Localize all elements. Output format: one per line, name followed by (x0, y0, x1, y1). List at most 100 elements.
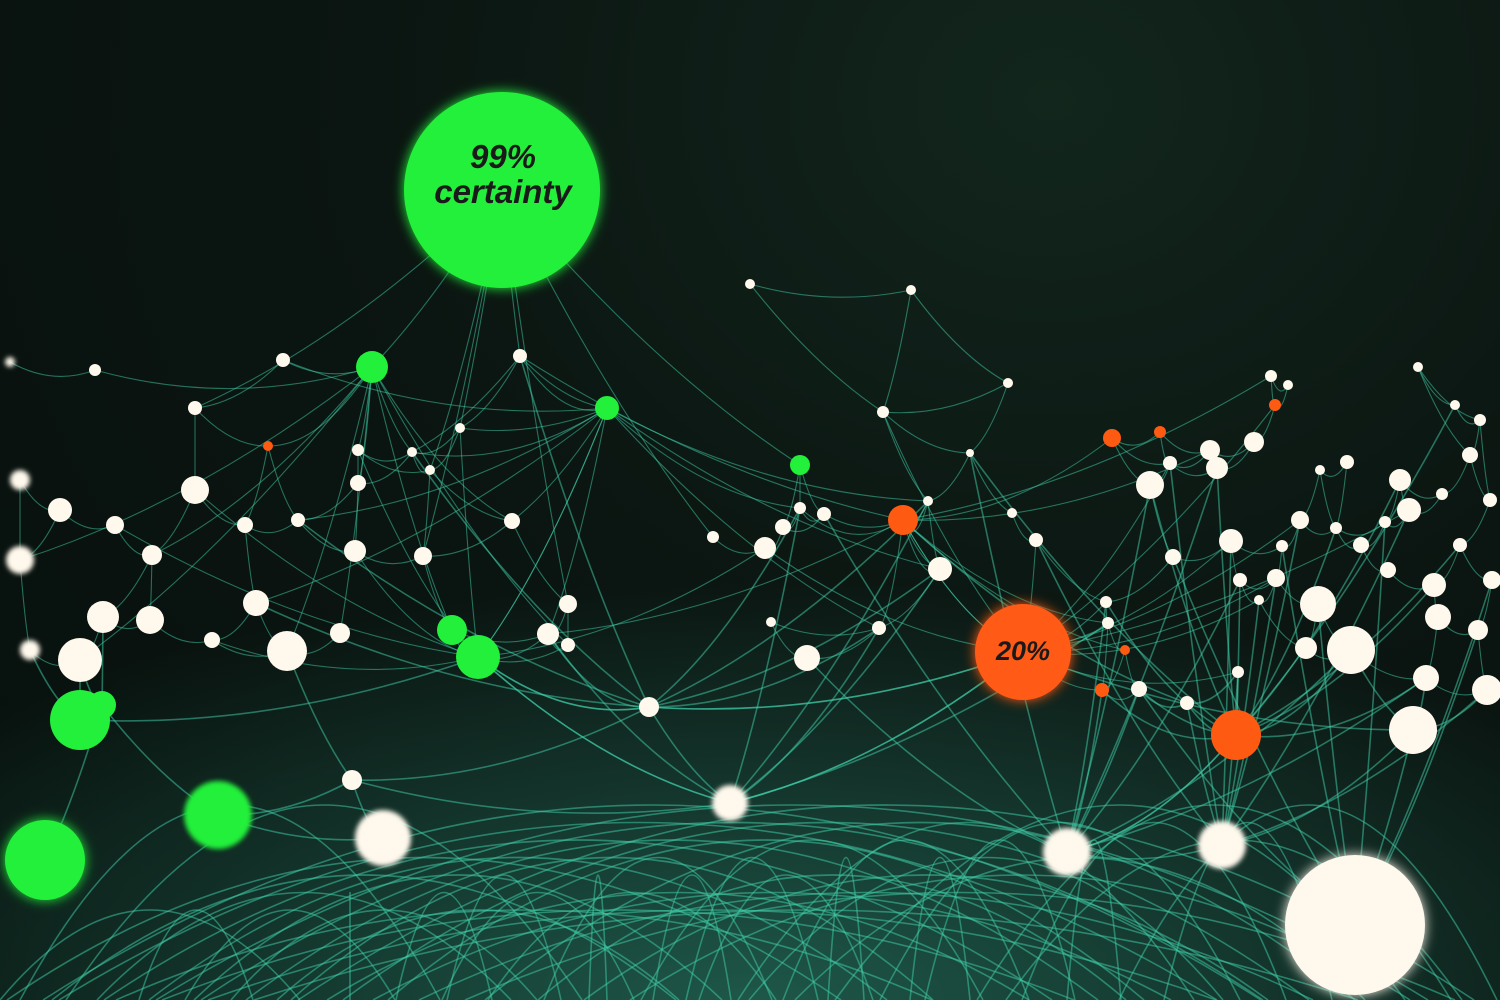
network-edge (652, 874, 732, 1000)
network-edge (648, 651, 1024, 710)
network-edge (737, 821, 1195, 1000)
green-node (356, 351, 388, 383)
green-node (456, 635, 500, 679)
white-node (455, 423, 465, 433)
white-node (639, 697, 659, 717)
network-edge (748, 856, 1224, 1000)
network-edge (1035, 539, 1223, 846)
network-edge (151, 366, 373, 556)
network-edge (519, 355, 904, 521)
network-edge (543, 856, 773, 1000)
white-node (537, 623, 559, 645)
white-node (352, 444, 364, 456)
network-edge (411, 451, 650, 708)
certainty-word: certainty (434, 172, 572, 210)
network-edge (882, 411, 971, 454)
white-node (188, 401, 202, 415)
network-edge (547, 633, 731, 804)
white-node (344, 540, 366, 562)
network-edge (286, 366, 373, 652)
green-node (790, 455, 810, 475)
network-edge (1066, 467, 1218, 853)
white-node (1200, 440, 1220, 460)
white-node (1043, 828, 1091, 876)
orange-node (975, 604, 1071, 700)
network-edge (0, 909, 301, 1000)
network-edge (484, 821, 1356, 1000)
network-edge (729, 500, 929, 804)
network-edge (114, 524, 479, 658)
network-edge (1235, 584, 1435, 736)
white-node (707, 531, 719, 543)
orange-node (1211, 710, 1261, 760)
network-edge (286, 650, 353, 781)
network-edge (882, 289, 912, 413)
network-edge (648, 627, 880, 708)
white-node (20, 640, 40, 660)
network-edge (511, 407, 608, 522)
white-node (5, 357, 15, 367)
white-node (142, 545, 162, 565)
network-edge (351, 706, 650, 781)
white-node (877, 406, 889, 418)
network-edge (211, 639, 479, 670)
network-edge (441, 891, 635, 1000)
orange-node (888, 505, 918, 535)
white-node (1353, 537, 1369, 553)
network-edge (411, 355, 521, 453)
network-edge (276, 909, 680, 1000)
network-edge (1066, 649, 1352, 853)
white-node (237, 517, 253, 533)
network-edge (588, 874, 608, 1000)
network-edge (103, 839, 1053, 1000)
white-node (1131, 681, 1147, 697)
network-edge (729, 627, 880, 804)
white-node (754, 537, 776, 559)
orange-node (1120, 645, 1130, 655)
network-edge (477, 656, 731, 804)
network-edge (459, 355, 521, 429)
white-node (1472, 675, 1500, 705)
network-edge (902, 519, 1109, 624)
white-node (1379, 516, 1391, 528)
green-node (437, 615, 467, 645)
white-node (291, 513, 305, 527)
nodes (5, 92, 1500, 995)
white-node (1425, 604, 1451, 630)
network-edge (879, 821, 1241, 1000)
white-node (561, 638, 575, 652)
white-node (559, 595, 577, 613)
network-edge (79, 656, 479, 722)
white-node (1285, 855, 1425, 995)
network-edge (537, 874, 1127, 1000)
white-node (87, 601, 119, 633)
white-node (1453, 538, 1467, 552)
network-edge (1035, 539, 1107, 603)
white-node (872, 621, 886, 635)
white-node (1102, 617, 1114, 629)
white-node (58, 638, 102, 682)
network-edge (371, 366, 569, 646)
network-edge (910, 289, 1009, 384)
orange-node (263, 441, 273, 451)
white-node (1300, 586, 1336, 622)
white-node (1340, 455, 1354, 469)
network-edge (194, 359, 284, 409)
network-edge (969, 382, 1009, 454)
network-edge (685, 857, 819, 1000)
white-node (1483, 571, 1500, 589)
white-node (1483, 493, 1497, 507)
network-edge (115, 909, 933, 1000)
white-node (89, 364, 101, 376)
certainty-value: 99% (469, 138, 537, 175)
network-edge (823, 513, 1068, 853)
network-edge (371, 366, 513, 522)
white-node (1462, 447, 1478, 463)
white-node (1389, 469, 1411, 491)
white-node (1283, 380, 1293, 390)
white-node (906, 285, 916, 295)
white-node (1389, 706, 1437, 754)
network-edge (782, 839, 1030, 1000)
white-node (1468, 620, 1488, 640)
white-node (1233, 573, 1247, 587)
